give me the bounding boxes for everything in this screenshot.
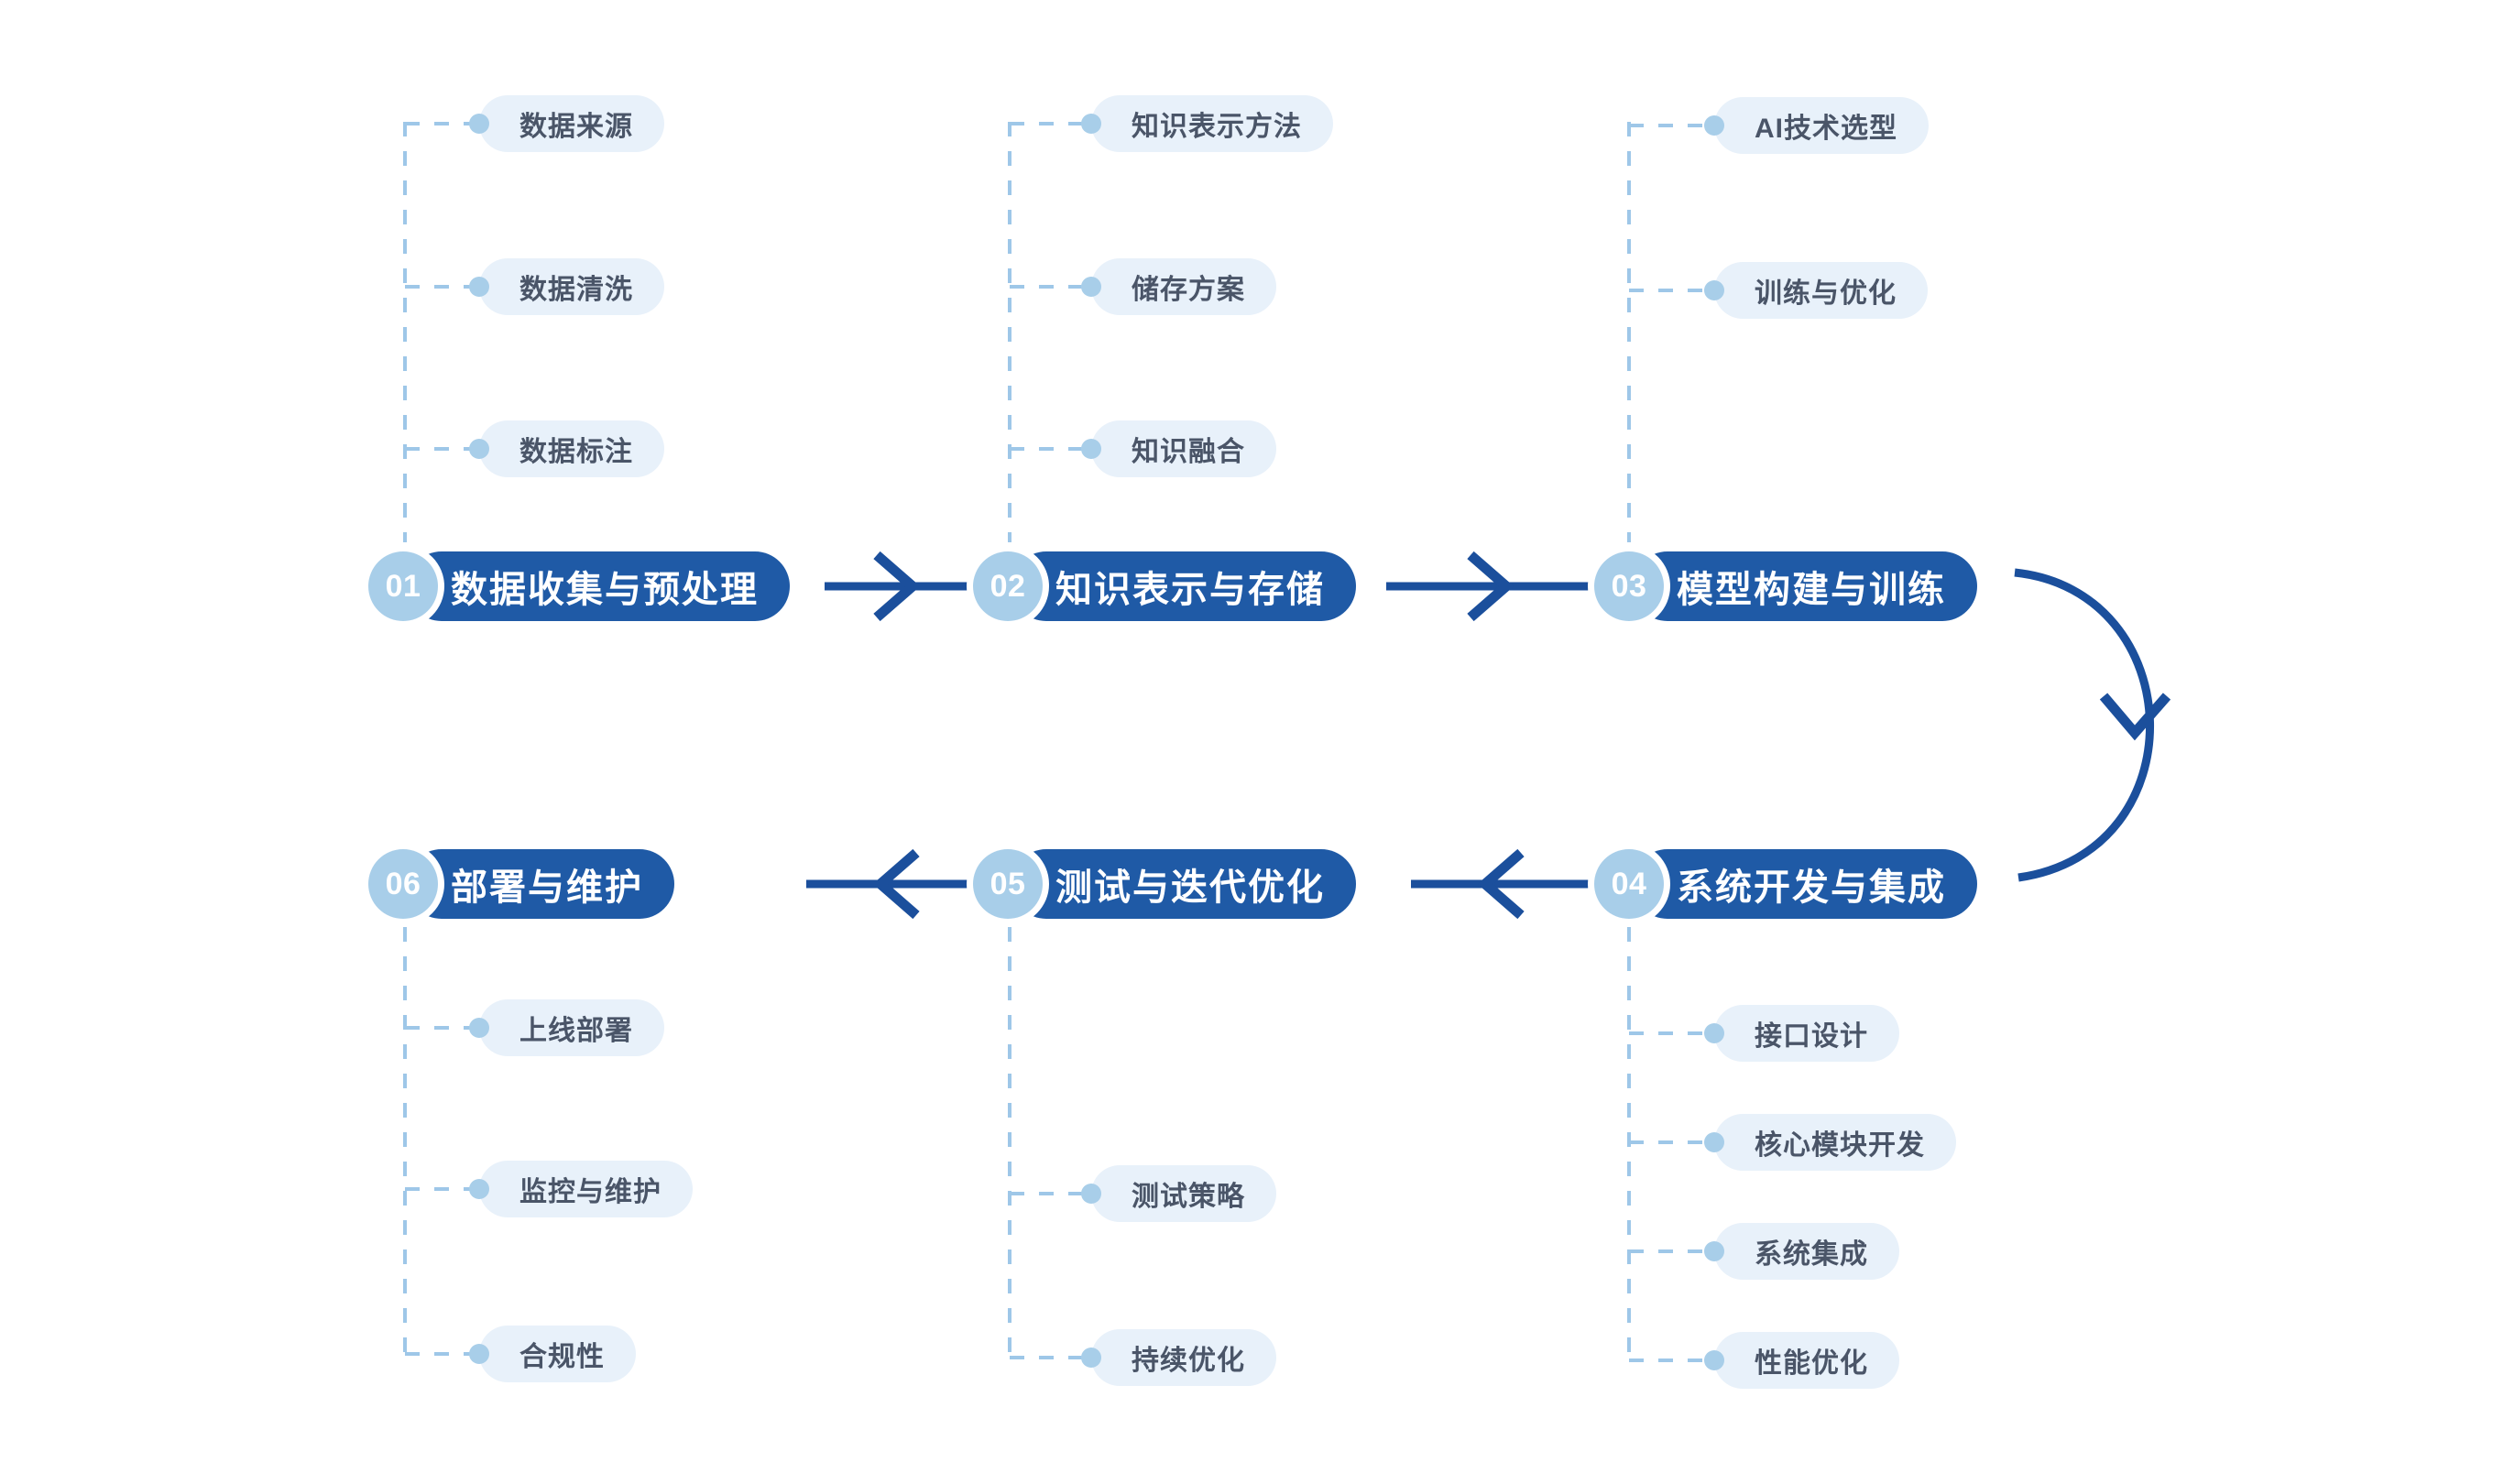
arrowhead-05-to-06 — [872, 848, 920, 920]
sub-item-dot-icon — [469, 1179, 489, 1199]
node-number-badge: 06 — [368, 849, 438, 919]
sub-item-03-0[interactable]: AI技术选型 — [1704, 97, 1929, 154]
sub-item-06-1[interactable]: 监控与维护 — [469, 1161, 693, 1217]
flow-node-01[interactable]: 01 数据收集与预处理 — [368, 551, 790, 621]
sub-item-dot-icon — [1081, 1184, 1101, 1204]
sub-item-05-0[interactable]: 测试策略 — [1081, 1165, 1276, 1222]
sub-item-label: 监控与维护 — [479, 1161, 693, 1217]
sub-item-label: 系统集成 — [1714, 1223, 1899, 1280]
sub-item-dot-icon — [1704, 115, 1724, 136]
sub-item-dot-icon — [1081, 439, 1101, 459]
sub-item-01-0[interactable]: 数据来源 — [469, 95, 664, 152]
node-number-badge: 02 — [973, 551, 1043, 621]
sub-item-label: 性能优化 — [1714, 1332, 1899, 1389]
flow-node-05[interactable]: 05 测试与迭代优化 — [973, 849, 1356, 919]
node-number-badge: 01 — [368, 551, 438, 621]
sub-item-label: 数据标注 — [479, 420, 664, 477]
node-label: 测试与迭代优化 — [1011, 849, 1356, 919]
arrowhead-03-to-04 — [2099, 693, 2171, 741]
sub-item-dot-icon — [1704, 1350, 1724, 1370]
arrowhead-04-to-05 — [1477, 848, 1525, 920]
node-label: 知识表示与存储 — [1011, 551, 1356, 621]
sub-item-label: 接口设计 — [1714, 1005, 1899, 1062]
node-label: 系统开发与集成 — [1633, 849, 1977, 919]
sub-item-03-1[interactable]: 训练与优化 — [1704, 262, 1928, 319]
sub-item-dot-icon — [469, 277, 489, 297]
sub-item-label: 知识表示方法 — [1091, 95, 1333, 152]
sub-item-label: 知识融合 — [1091, 420, 1276, 477]
node-label: 模型构建与训练 — [1633, 551, 1977, 621]
sub-item-06-0[interactable]: 上线部署 — [469, 999, 664, 1056]
sub-item-05-1[interactable]: 持续优化 — [1081, 1329, 1276, 1386]
flow-node-02[interactable]: 02 知识表示与存储 — [973, 551, 1356, 621]
sub-item-04-3[interactable]: 性能优化 — [1704, 1332, 1899, 1389]
sub-item-dot-icon — [1704, 1241, 1724, 1261]
sub-item-label: 数据清洗 — [479, 258, 664, 315]
sub-item-01-1[interactable]: 数据清洗 — [469, 258, 664, 315]
flow-node-03[interactable]: 03 模型构建与训练 — [1594, 551, 1977, 621]
sub-item-04-1[interactable]: 核心模块开发 — [1704, 1114, 1956, 1171]
node-label: 部署与维护 — [407, 849, 674, 919]
sub-item-02-0[interactable]: 知识表示方法 — [1081, 95, 1333, 152]
node-number-badge: 03 — [1594, 551, 1664, 621]
sub-item-label: 上线部署 — [479, 999, 664, 1056]
sub-item-02-1[interactable]: 储存方案 — [1081, 258, 1276, 315]
sub-item-dot-icon — [1704, 280, 1724, 300]
sub-item-label: 持续优化 — [1091, 1329, 1276, 1386]
sub-item-dot-icon — [1081, 277, 1101, 297]
sub-item-dot-icon — [1081, 114, 1101, 134]
node-number-badge: 05 — [973, 849, 1043, 919]
sub-item-label: AI技术选型 — [1714, 97, 1929, 154]
sub-item-dot-icon — [469, 1344, 489, 1364]
sub-item-dot-icon — [1081, 1348, 1101, 1368]
node-number-badge: 04 — [1594, 849, 1664, 919]
sub-item-label: 数据来源 — [479, 95, 664, 152]
flow-node-04[interactable]: 04 系统开发与集成 — [1594, 849, 1977, 919]
sub-item-04-2[interactable]: 系统集成 — [1704, 1223, 1899, 1280]
sub-item-06-2[interactable]: 合规性 — [469, 1326, 636, 1382]
flow-node-06[interactable]: 06 部署与维护 — [368, 849, 674, 919]
sub-item-dot-icon — [469, 114, 489, 134]
arrowhead-01-to-02 — [873, 551, 921, 622]
sub-item-dot-icon — [469, 1018, 489, 1038]
sub-item-dot-icon — [1704, 1023, 1724, 1043]
sub-item-label: 训练与优化 — [1714, 262, 1928, 319]
sub-item-label: 储存方案 — [1091, 258, 1276, 315]
sub-item-04-0[interactable]: 接口设计 — [1704, 1005, 1899, 1062]
sub-item-02-2[interactable]: 知识融合 — [1081, 420, 1276, 477]
sub-item-label: 测试策略 — [1091, 1165, 1276, 1222]
sub-item-label: 合规性 — [479, 1326, 636, 1382]
node-label: 数据收集与预处理 — [407, 551, 790, 621]
sub-item-dot-icon — [469, 439, 489, 459]
sub-item-label: 核心模块开发 — [1714, 1114, 1956, 1171]
sub-item-01-2[interactable]: 数据标注 — [469, 420, 664, 477]
arrowhead-02-to-03 — [1467, 551, 1514, 622]
sub-item-dot-icon — [1704, 1132, 1724, 1152]
